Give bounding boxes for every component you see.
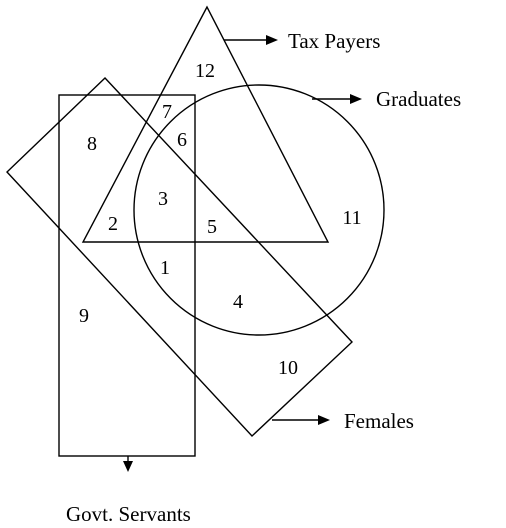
- females-label: Females: [344, 409, 414, 433]
- region-9: 9: [79, 305, 89, 327]
- region-5: 5: [207, 216, 217, 238]
- tax-payers-triangle: [81, 5, 330, 243]
- females-rectangle: [6, 77, 353, 437]
- females-arrow: [272, 415, 330, 425]
- graduates-circle: [133, 84, 385, 336]
- region-12: 12: [195, 60, 215, 82]
- tax-payers-arrow: [224, 35, 278, 45]
- tax-payers-label: Tax Payers: [288, 29, 380, 53]
- govt-servants-arrow: [123, 456, 133, 472]
- govt-servants-label: Govt. Servants: [66, 502, 191, 526]
- region-4: 4: [233, 291, 243, 313]
- region-7: 7: [162, 101, 172, 123]
- region-10: 10: [278, 357, 298, 379]
- govt-servants-rectangle: [58, 94, 196, 457]
- graduates-label: Graduates: [376, 87, 461, 111]
- region-6: 6: [177, 129, 187, 151]
- graduates-arrow: [312, 94, 362, 104]
- region-2: 2: [108, 213, 118, 235]
- region-8: 8: [87, 133, 97, 155]
- region-3: 3: [158, 188, 168, 210]
- region-1: 1: [160, 257, 170, 279]
- region-11: 11: [342, 207, 361, 229]
